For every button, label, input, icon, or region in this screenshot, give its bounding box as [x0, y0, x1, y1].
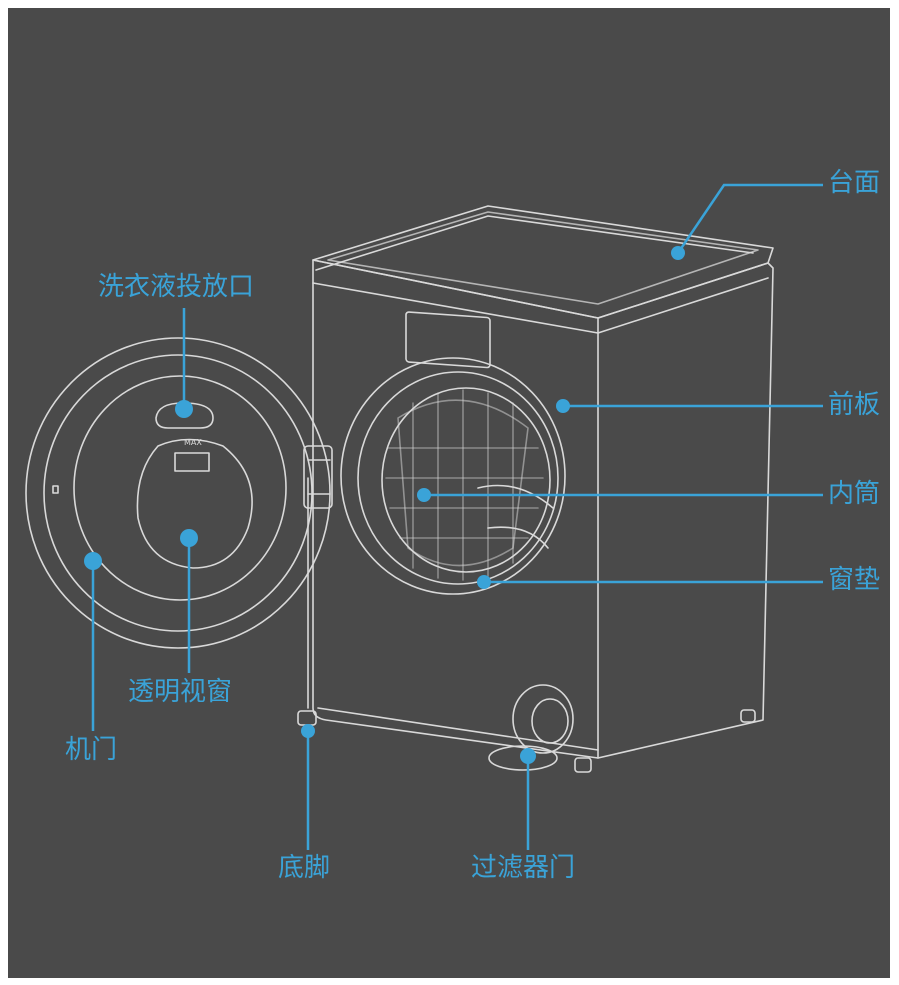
label-filter-door: 过滤器门	[471, 853, 576, 883]
dot-door	[84, 552, 102, 570]
drum-assembly	[340, 357, 566, 595]
leader-lines	[91, 183, 823, 850]
washer-top	[327, 211, 759, 305]
dot-transparent-window	[180, 529, 198, 547]
dot-front-panel	[556, 399, 570, 413]
label-window-gasket: 窗垫	[828, 565, 881, 595]
door	[25, 337, 331, 649]
dot-window-gasket	[477, 575, 491, 589]
door-max-badge: MAX	[184, 438, 202, 447]
callout-dots	[84, 246, 685, 764]
label-inner-drum: 内筒	[828, 479, 881, 509]
label-detergent-inlet: 洗衣液投放口	[98, 272, 255, 302]
label-transparent-window: 透明视窗	[128, 677, 233, 707]
label-front-panel: 前板	[828, 390, 881, 420]
dot-inner-drum	[417, 488, 431, 502]
dot-feet	[301, 724, 315, 738]
diagram-panel: MAX 台面 前板 内筒 窗垫 洗衣液投放口 透明视窗 机门 底脚 过滤器门	[8, 8, 890, 978]
label-feet: 底脚	[278, 853, 331, 883]
washer-line-drawing: MAX	[25, 183, 823, 850]
label-top: 台面	[828, 168, 881, 198]
washer-cabinet	[307, 205, 774, 759]
filter-door	[488, 684, 574, 771]
label-door: 机门	[65, 735, 118, 765]
dot-top	[671, 246, 685, 260]
leader-top	[676, 183, 823, 254]
dot-detergent-inlet	[175, 400, 193, 418]
dot-filter-door	[520, 748, 536, 764]
